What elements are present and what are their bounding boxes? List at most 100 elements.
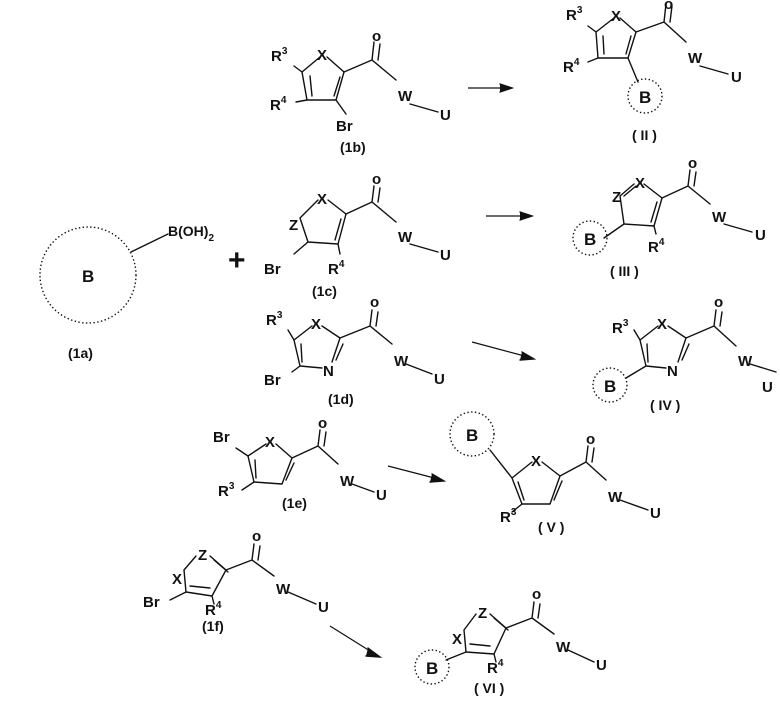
compound-label-iii: ( III )	[610, 263, 639, 279]
atom-x: X	[172, 571, 182, 588]
bond-lines	[490, 450, 562, 504]
substituent-r3: R3	[266, 310, 283, 329]
atom-o: o	[664, 0, 673, 13]
reactant-1b: X o W U R3 R4 Br (1b)	[270, 28, 451, 155]
atom-x: X	[452, 631, 462, 648]
atom-x: X	[657, 316, 667, 333]
substituent-r3: R3	[218, 481, 235, 500]
substituent-r4: R4	[563, 57, 580, 76]
product-v: B X o W U R3 ( V )	[450, 412, 661, 535]
atom-u: U	[596, 657, 607, 674]
compound-label-ii: ( II )	[632, 127, 657, 143]
substituent-r3: R3	[566, 5, 583, 24]
atom-o: o	[714, 294, 723, 311]
arrow-1d-to-iv	[472, 342, 534, 360]
atom-u: U	[440, 107, 451, 124]
bond-lines	[636, 4, 728, 74]
bond-lines	[344, 42, 438, 112]
compound-label-1b: (1b)	[340, 139, 366, 155]
product-ii: B X o W U R3 R4 ( II )	[563, 0, 742, 143]
atom-x: X	[317, 191, 327, 208]
atom-z: Z	[612, 189, 621, 206]
bond-lines	[560, 446, 648, 510]
atom-w: W	[688, 50, 703, 67]
atom-x: X	[611, 8, 621, 25]
bond-lines	[520, 212, 532, 220]
atom-z: Z	[289, 217, 298, 234]
reagent-1a: B B(OH)2 (1a)	[40, 223, 214, 361]
atom-x: X	[265, 434, 275, 451]
ring-b-label: B	[82, 267, 94, 286]
atom-br: Br	[264, 372, 281, 389]
bond-lines	[686, 310, 776, 372]
reactant-1c: Z X o W U Br R4 (1c)	[264, 171, 451, 299]
atom-w: W	[398, 229, 413, 246]
substituent-r4: R4	[270, 95, 287, 114]
boronic-acid-label: B(OH)2	[168, 223, 214, 244]
atom-br: Br	[336, 118, 353, 135]
product-iii: B Z X o W U R4 ( III )	[573, 155, 766, 279]
bond-lines	[292, 430, 374, 492]
bond-lines	[226, 544, 316, 604]
atom-o: o	[372, 171, 381, 188]
bond-lines	[662, 170, 752, 232]
substituent-r4: R4	[328, 259, 345, 278]
arrow-1e-to-v	[388, 466, 444, 482]
atom-w: W	[608, 489, 623, 506]
bond-lines	[506, 602, 594, 662]
atom-z: Z	[198, 547, 207, 564]
atom-w: W	[276, 581, 291, 598]
bond-lines	[430, 474, 444, 482]
atom-o: o	[370, 294, 379, 311]
atom-n: N	[667, 363, 678, 380]
arrow-1f-to-vi	[330, 626, 380, 657]
product-iv: B X N o W U R3 ( IV )	[593, 294, 776, 413]
substituent-r4: R4	[487, 658, 504, 677]
atom-u: U	[755, 227, 766, 244]
compound-label-1e: (1e)	[282, 495, 307, 511]
atom-w: W	[398, 88, 413, 105]
reactant-1d: X N o W U R3 Br (1d)	[264, 294, 445, 407]
substituent-r4: R4	[205, 600, 222, 619]
substituent-r3: R3	[500, 507, 517, 526]
atom-x: X	[311, 316, 321, 333]
compound-label-v: ( V )	[538, 519, 564, 535]
atom-u: U	[650, 505, 661, 522]
bond-lines	[346, 186, 438, 252]
atom-o: o	[372, 28, 381, 45]
atom-br: Br	[143, 594, 160, 611]
compound-label-1a: (1a)	[68, 345, 93, 361]
atom-o: o	[532, 586, 541, 603]
bond-lines	[340, 310, 432, 374]
atom-w: W	[394, 353, 409, 370]
ring-b-label: B	[584, 230, 596, 249]
ring-b-label: B	[426, 659, 438, 678]
bond-lines	[500, 84, 512, 92]
atom-u: U	[376, 487, 387, 504]
plus-sign: +	[228, 244, 246, 277]
substituent-r3: R3	[271, 46, 288, 65]
substituent-r4: R4	[648, 237, 665, 256]
ring-b-label: B	[639, 88, 651, 107]
arrow-1b-to-ii	[468, 84, 512, 92]
ring-b-label: B	[604, 377, 616, 396]
atom-o: o	[318, 415, 327, 432]
compound-label-1c: (1c)	[312, 283, 337, 299]
atom-u: U	[434, 371, 445, 388]
atom-o: o	[586, 431, 595, 448]
ring-b-label: B	[466, 426, 478, 445]
bond-lines	[520, 352, 534, 360]
atom-br: Br	[213, 429, 230, 446]
product-vi: B X Z o W U R4 ( VI )	[415, 586, 607, 696]
atom-w: W	[738, 353, 753, 370]
compound-label-iv: ( IV )	[650, 397, 680, 413]
atom-w: W	[340, 473, 355, 490]
atom-u: U	[731, 69, 742, 86]
compound-label-vi: ( VI )	[474, 680, 504, 696]
atom-x: X	[317, 47, 327, 64]
atom-x: X	[531, 453, 541, 470]
atom-u: U	[318, 599, 329, 616]
compound-label-1d: (1d)	[328, 391, 354, 407]
atom-br: Br	[264, 261, 281, 278]
